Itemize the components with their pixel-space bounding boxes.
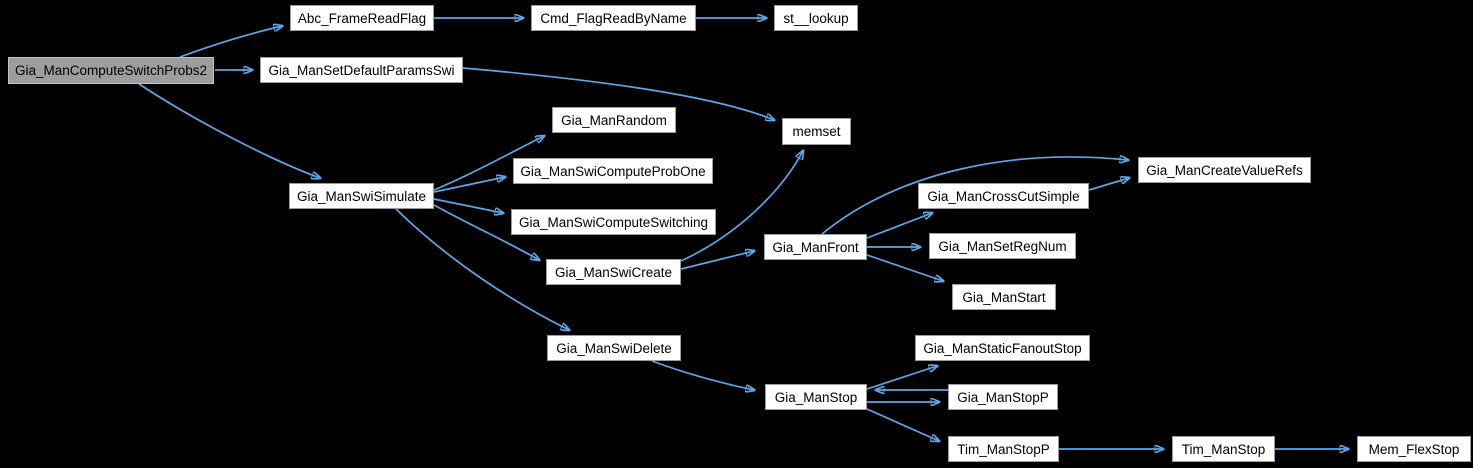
- node-tim-manstopp[interactable]: Tim_ManStopP: [948, 436, 1059, 462]
- edge-manfront-to-manstart: [866, 254, 943, 281]
- node-gia-manswicreate[interactable]: Gia_ManSwiCreate: [546, 259, 681, 285]
- node-gia-mancomputeswitchprobs2: Gia_ManComputeSwitchProbs2: [8, 57, 214, 84]
- edge-crosscutsimple-to-createvaluerefs: [1088, 178, 1129, 191]
- node-gia-manrandom[interactable]: Gia_ManRandom: [552, 107, 676, 133]
- edge-swicreate-to-manfront: [680, 251, 754, 270]
- node-gia-mancreatevaluerefs[interactable]: Gia_ManCreateValueRefs: [1138, 157, 1311, 183]
- node-abc-framereadflag[interactable]: Abc_FrameReadFlag: [290, 5, 434, 31]
- node-gia-manswicomputeswitching[interactable]: Gia_ManSwiComputeSwitching: [511, 209, 716, 235]
- edge-setdefaultparamsswi-to-memset: [462, 67, 774, 120]
- node-gia-manfront[interactable]: Gia_ManFront: [764, 234, 867, 260]
- edge-manstop-to-staticfanoutstop: [866, 366, 937, 390]
- node-gia-mansetdefaultparamsswi[interactable]: Gia_ManSetDefaultParamsSwi: [260, 57, 463, 83]
- edge-manstop-to-timmanstopp: [866, 408, 939, 441]
- node-gia-manswisimulate[interactable]: Gia_ManSwiSimulate: [289, 183, 434, 209]
- node-gia-manswicomputeprobone[interactable]: Gia_ManSwiComputeProbOne: [513, 158, 713, 184]
- edge-root-to-swisimulate: [138, 83, 320, 178]
- edge-swisimulate-to-computeswitching: [433, 198, 503, 213]
- node-st-lookup[interactable]: st__lookup: [774, 5, 858, 31]
- edge-swisimulate-to-computeprobone: [433, 177, 505, 193]
- edge-swisimulate-to-manrandom: [433, 136, 544, 191]
- edge-swisimulate-to-swidelete: [395, 208, 569, 330]
- node-gia-manstaticfanoutstop[interactable]: Gia_ManStaticFanoutStop: [915, 335, 1090, 361]
- node-cmd-flagreadbyname[interactable]: Cmd_FlagReadByName: [531, 5, 696, 31]
- edge-swisimulate-to-swicreate: [433, 204, 539, 260]
- node-gia-manswidelete[interactable]: Gia_ManSwiDelete: [547, 335, 681, 361]
- node-mem-flexstop[interactable]: Mem_FlexStop: [1357, 436, 1471, 462]
- node-gia-mansetregnum[interactable]: Gia_ManSetRegNum: [929, 233, 1076, 259]
- edge-root-to-abcframereadflag: [179, 26, 282, 58]
- node-gia-manstopp[interactable]: Gia_ManStopP: [948, 384, 1058, 410]
- edge-manfront-to-crosscutsimple: [866, 213, 932, 239]
- edge-manfront-to-createvaluerefs: [821, 157, 1128, 235]
- node-gia-mancrosscutsimple[interactable]: Gia_ManCrossCutSimple: [918, 183, 1089, 209]
- node-gia-manstart[interactable]: Gia_ManStart: [952, 284, 1056, 310]
- node-gia-manstop[interactable]: Gia_ManStop: [765, 384, 867, 410]
- node-memset[interactable]: memset: [782, 118, 851, 145]
- edge-swicreate-to-memset: [680, 151, 803, 262]
- edge-swidelete-to-manstop: [651, 360, 754, 390]
- node-tim-manstop[interactable]: Tim_ManStop: [1172, 436, 1275, 462]
